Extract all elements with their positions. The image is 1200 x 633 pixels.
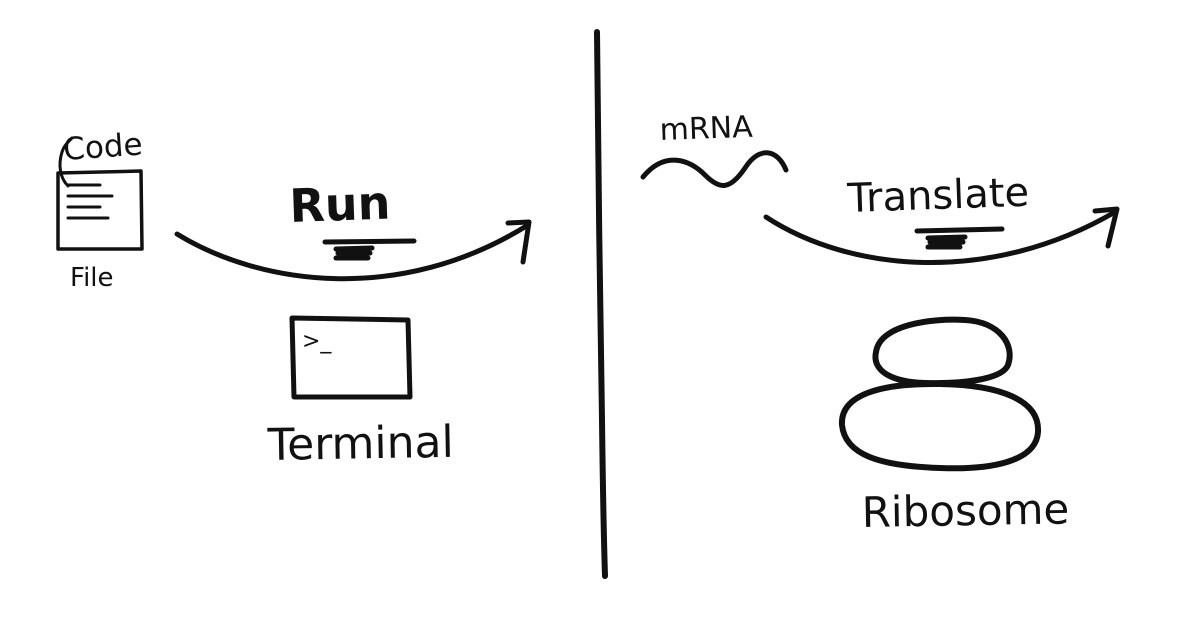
terminal-label: Terminal bbox=[266, 417, 454, 471]
mrna-strand-icon bbox=[640, 150, 789, 188]
translate-arrow bbox=[763, 206, 1120, 265]
run-arrow bbox=[174, 219, 532, 282]
right-panel: mRNA Translate Ribosome bbox=[640, 110, 1120, 537]
mrna-label: mRNA bbox=[659, 110, 754, 148]
file-label: File bbox=[70, 263, 114, 293]
terminal-icon: >_ bbox=[289, 315, 413, 400]
panel-divider bbox=[594, 29, 608, 579]
run-emphasis-mark bbox=[322, 238, 417, 261]
ribosome-icon bbox=[838, 316, 1042, 472]
left-panel: Code File Run >_ Terminal bbox=[56, 127, 532, 471]
code-file-icon bbox=[56, 136, 144, 251]
file-caption-code: Code bbox=[62, 127, 144, 168]
terminal-prompt: >_ bbox=[302, 329, 332, 354]
run-action-label: Run bbox=[288, 176, 391, 233]
translate-action-label: Translate bbox=[846, 170, 1030, 222]
ribosome-label: Ribosome bbox=[861, 484, 1069, 537]
translate-emphasis-mark bbox=[914, 226, 1005, 250]
